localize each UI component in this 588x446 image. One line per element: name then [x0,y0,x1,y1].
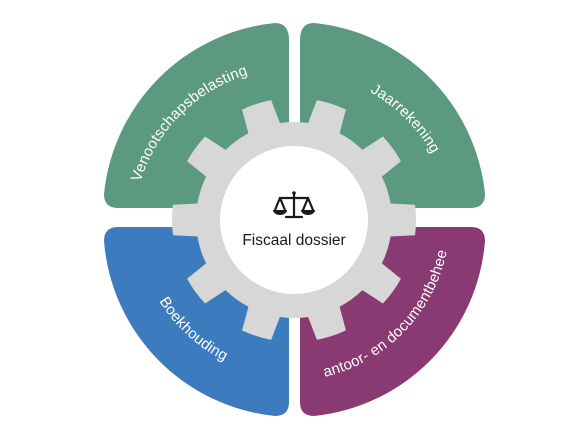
scales-icon [273,191,315,219]
center-circle [220,146,368,294]
center-title: Fiscaal dossier [242,232,345,249]
